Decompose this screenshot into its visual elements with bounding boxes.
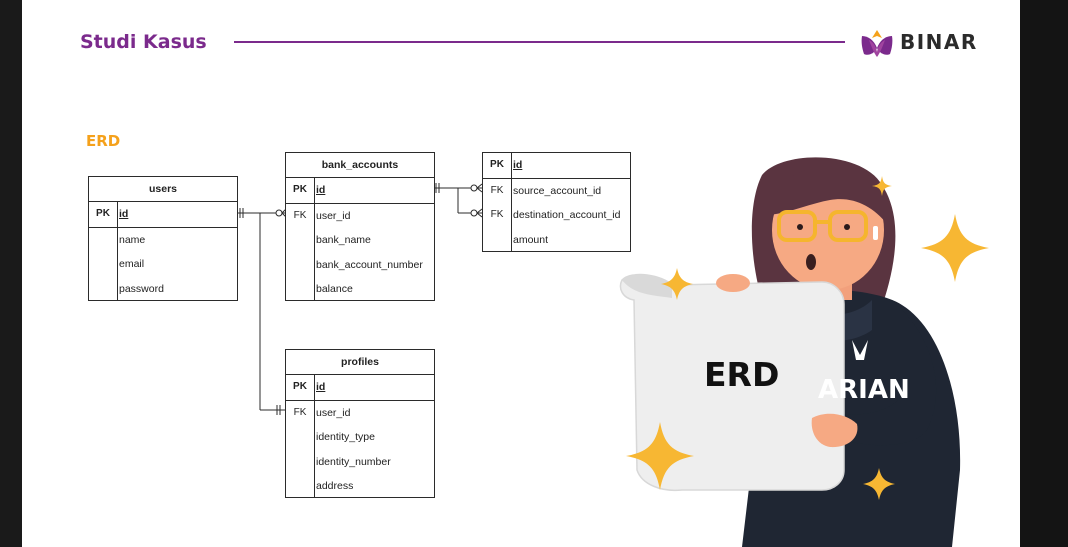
table-row: identity_number xyxy=(286,450,434,475)
slide-title: Studi Kasus xyxy=(80,31,207,53)
table-row: amount xyxy=(483,228,630,253)
binar-logo-icon xyxy=(861,30,893,57)
table-row: PK id xyxy=(483,153,630,179)
field-name: identity_number xyxy=(316,455,391,468)
pk-label: PK xyxy=(293,381,307,392)
table-row: PK id xyxy=(286,178,434,204)
users-table: users PK id name email password xyxy=(88,176,238,301)
field-name: user_id xyxy=(316,209,351,222)
table-row: FK user_id xyxy=(286,401,434,426)
profiles-table: profiles PK id FK user_id identity_type id… xyxy=(285,349,435,498)
table-row: email xyxy=(89,252,237,277)
table-row: FK destination_account_id xyxy=(483,203,630,228)
field-name: bank_name xyxy=(316,234,371,246)
bank-accounts-table-title: bank_accounts xyxy=(286,153,434,178)
table-row: address xyxy=(286,474,434,499)
field-name: id xyxy=(513,159,523,171)
section-label: ERD xyxy=(86,132,121,150)
field-name: id xyxy=(316,381,326,393)
table-row: password xyxy=(89,277,237,302)
users-table-title: users xyxy=(89,177,237,202)
pk-label: PK xyxy=(490,159,504,170)
pk-label: PK xyxy=(96,208,110,219)
field-name: user_id xyxy=(316,406,351,419)
field-name: balance xyxy=(316,283,353,295)
brand-name: BINAR xyxy=(900,30,978,54)
slide: Studi Kasus BINAR ERD xyxy=(22,0,1020,547)
field-name: identity_type xyxy=(316,431,375,443)
table-row: PK id xyxy=(89,202,237,228)
table-row: bank_name xyxy=(286,228,434,253)
pk-label: PK xyxy=(293,184,307,195)
fk-label: FK xyxy=(490,184,504,196)
fk-label: FK xyxy=(293,209,307,221)
transactions-table: PK id FK source_account_id FK destination_a… xyxy=(482,152,631,252)
table-row: identity_type xyxy=(286,425,434,450)
field-name: bank_account_number xyxy=(316,258,423,271)
table-row: balance xyxy=(286,277,434,302)
field-name: name xyxy=(119,233,146,246)
field-name: id xyxy=(316,184,326,196)
title-divider xyxy=(234,41,845,43)
hoodie-label: ARIAN xyxy=(818,375,910,405)
paper-label: ERD xyxy=(704,355,780,394)
character-illustration xyxy=(619,157,989,547)
table-row: name xyxy=(89,228,237,253)
bank-accounts-table: bank_accounts PK id FK user_id bank_name b… xyxy=(285,152,435,301)
field-name: source_account_id xyxy=(513,184,602,197)
table-row: FK user_id xyxy=(286,204,434,229)
binar-logo: BINAR xyxy=(860,26,990,58)
table-row: PK id xyxy=(286,375,434,401)
field-name: address xyxy=(316,480,354,492)
table-row: bank_account_number xyxy=(286,253,434,278)
table-row: FK source_account_id xyxy=(483,179,630,204)
fk-label: FK xyxy=(490,209,504,220)
right-edge-bar xyxy=(1020,0,1068,547)
field-name: id xyxy=(119,208,129,220)
erd-connectors xyxy=(236,183,483,415)
field-name: password xyxy=(119,282,164,295)
field-name: email xyxy=(119,258,145,270)
sparkle-icon xyxy=(626,176,989,500)
field-name: destination_account_id xyxy=(513,209,621,221)
field-name: amount xyxy=(513,233,549,246)
profiles-table-title: profiles xyxy=(286,350,434,375)
fk-label: FK xyxy=(293,406,307,418)
